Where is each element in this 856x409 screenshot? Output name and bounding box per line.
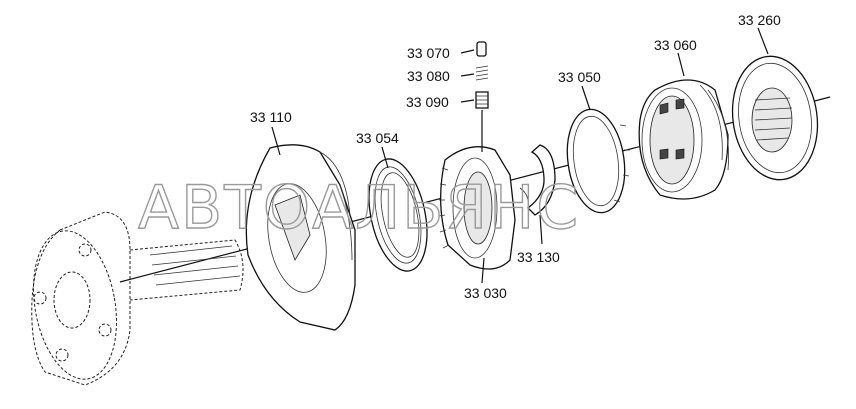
detent-parts	[475, 41, 489, 152]
label-33080: 33 080	[407, 68, 450, 84]
label-33054: 33 054	[356, 130, 399, 146]
watermark-text: АВТОАЛЬЯНС	[138, 173, 580, 243]
flange-shaft-part	[31, 211, 244, 386]
part-33054-ring	[368, 158, 428, 272]
label-33070: 33 070	[407, 45, 450, 61]
label-33090: 33 090	[406, 94, 449, 110]
label-33030: 33 030	[464, 285, 507, 301]
part-33030-hub	[438, 146, 516, 270]
label-33110: 33 110	[250, 109, 292, 125]
part-33060-sleeve	[638, 79, 729, 200]
label-33130: 33 130	[517, 249, 560, 265]
part-33050-ring	[566, 108, 630, 214]
label-33060: 33 060	[654, 37, 697, 53]
part-33260-gear	[731, 55, 819, 181]
label-33050: 33 050	[558, 69, 601, 85]
part-33110-disc	[245, 144, 356, 331]
part-33130-snapring	[519, 144, 556, 216]
label-33260: 33 260	[738, 12, 781, 28]
leader-lines	[271, 27, 769, 284]
